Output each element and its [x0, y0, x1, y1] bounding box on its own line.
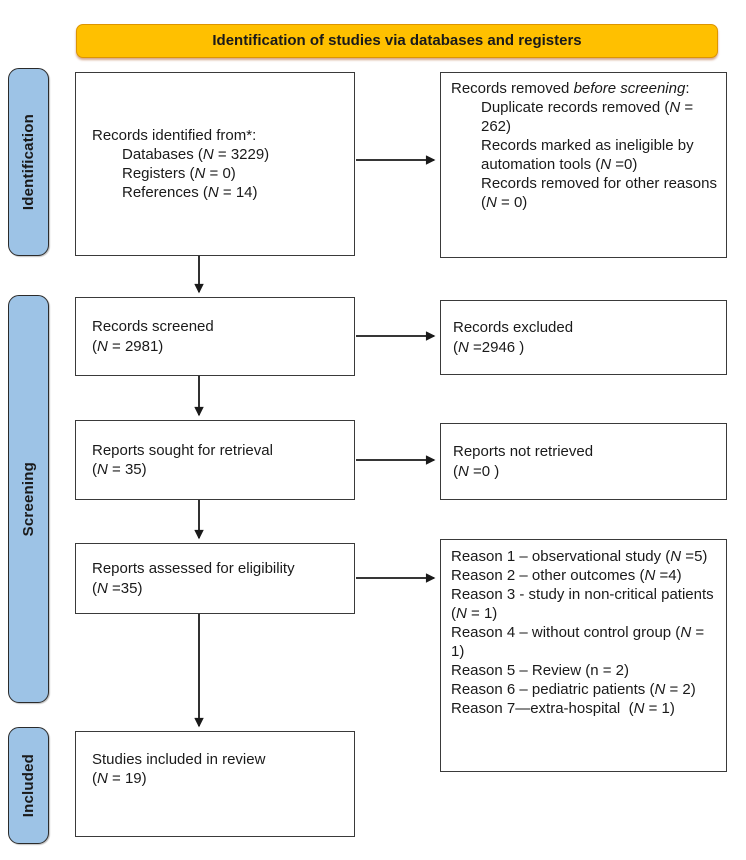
box-line: Registers (N = 0) — [122, 165, 236, 182]
box-line: Databases (N = 3229) — [122, 145, 270, 163]
box-reports-assessed: Reports assessed for eligibility(N =35) — [75, 543, 355, 614]
stage-label-screening-text: Screening — [19, 461, 37, 537]
box-line: Reason 6 – pediatric patients (N = 2) — [451, 681, 696, 699]
box-line: (N =2946 ) — [453, 338, 525, 356]
box-line: References (N = 14) — [122, 184, 258, 202]
banner-title-text: Identification of studies via databases … — [212, 32, 582, 50]
box-exclusion-reasons: Reason 1 – observational study (N =5) Rea… — [440, 539, 727, 772]
box-line: Reports assessed for eligibility — [92, 560, 295, 578]
box-line: Records removed for other reasons (N = 0… — [481, 175, 717, 212]
banner-title: Identification of studies via databases … — [76, 24, 718, 58]
box-line: Reason 1 – observational study (N =5) — [451, 548, 708, 565]
box-line: (N = 2981) — [92, 337, 164, 355]
box-line: (N = 35) — [92, 461, 147, 478]
stage-label-screening: Screening — [8, 295, 49, 703]
box-reports-sought: Reports sought for retrieval (N = 35) — [75, 420, 355, 500]
box-line: Duplicate records removed (N = 262) — [481, 99, 694, 136]
stage-label-identification-text: Identification — [19, 113, 37, 211]
box-line: Records removed before screening: — [451, 80, 690, 97]
box-studies-included: Studies included in review (N = 19) — [75, 731, 355, 837]
stage-label-identification: Identification — [8, 68, 49, 256]
box-line: Reason 2 – other outcomes (N =4) — [451, 567, 682, 585]
box-records-excluded: Records excluded(N =2946 ) — [440, 300, 727, 375]
box-line: Reports not retrieved — [453, 443, 594, 461]
box-line: Records marked as ineligible by automati… — [481, 137, 694, 174]
stage-label-included-text: Included — [19, 753, 37, 818]
box-records-removed-before-screening: Records removed before screening: Duplica… — [440, 72, 727, 258]
box-line: (N =35) — [92, 579, 143, 597]
box-line: (N =0 ) — [453, 462, 500, 480]
box-line: Records screened — [92, 318, 214, 336]
box-line: Reason 5 – Review (n = 2) — [451, 662, 630, 680]
stage-label-included: Included — [8, 727, 49, 844]
box-line: Reason 7—extra-hospital (N = 1) — [451, 700, 675, 718]
box-line: Records excluded — [453, 319, 574, 337]
box-line: (N = 19) — [92, 770, 147, 788]
box-line: Reason 3 - study in non-critical patient… — [451, 586, 714, 623]
box-line: Reason 4 – without control group (N = 1) — [451, 624, 705, 661]
box-line: Studies included in review — [92, 751, 266, 768]
box-reports-not-retrieved: Reports not retrieved(N =0 ) — [440, 423, 727, 500]
box-line: Reports sought for retrieval — [92, 441, 273, 459]
box-records-identified: Records identified from*:Databases (N = … — [75, 72, 355, 256]
box-line: Records identified from*: — [92, 126, 257, 144]
box-records-screened: Records screened(N = 2981) — [75, 297, 355, 376]
